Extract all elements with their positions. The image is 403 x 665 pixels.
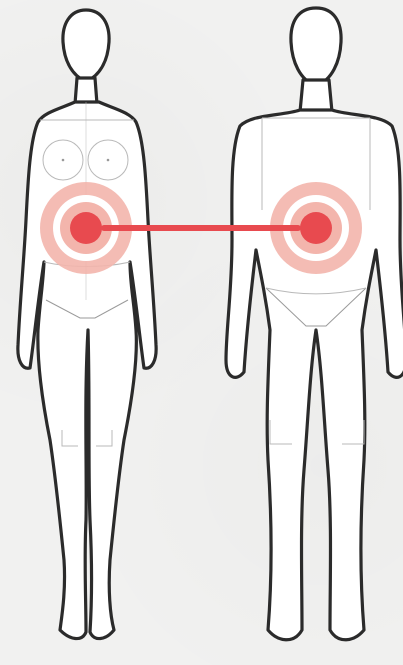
male-figure xyxy=(226,8,403,640)
female-head xyxy=(63,10,109,82)
male-head xyxy=(291,8,341,86)
target-icon xyxy=(70,212,102,244)
male-neck xyxy=(300,80,332,112)
target-icon xyxy=(300,212,332,244)
female-neck xyxy=(75,78,97,104)
female-figure xyxy=(18,10,156,639)
